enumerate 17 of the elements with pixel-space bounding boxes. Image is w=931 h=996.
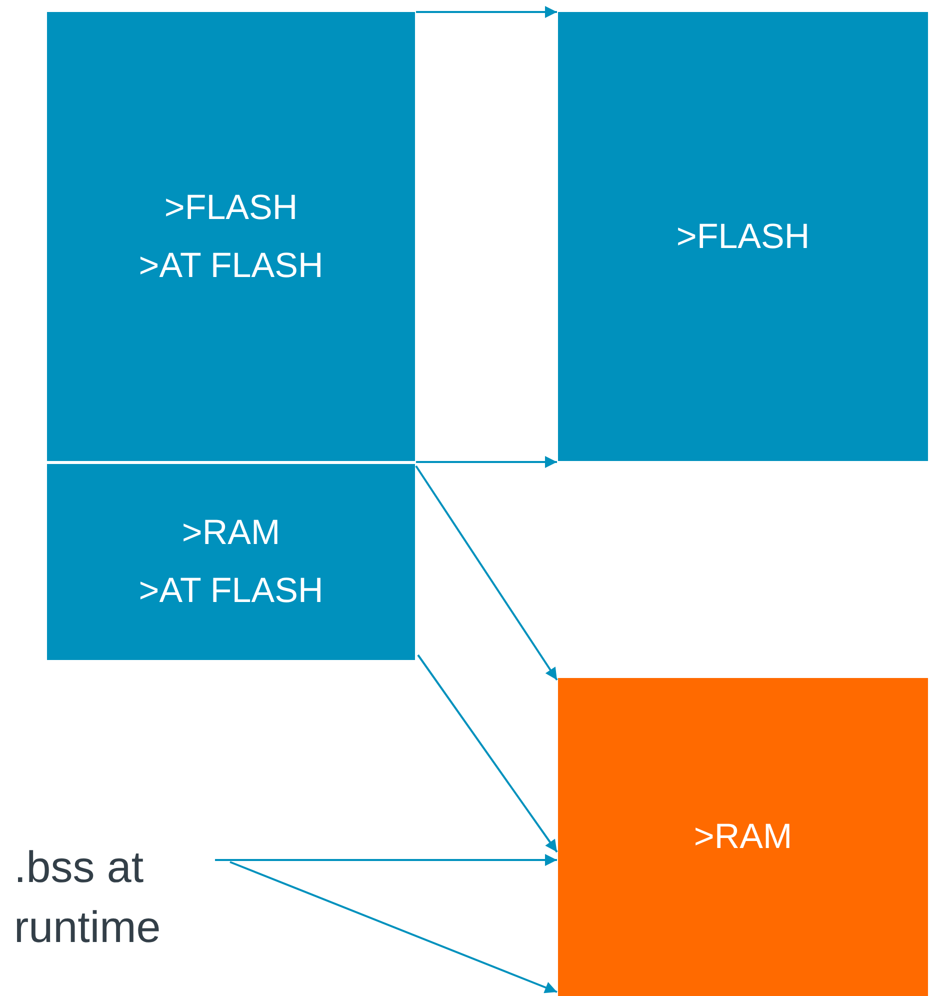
section-label: >AT FLASH (138, 570, 324, 612)
memory-region-box (558, 12, 928, 461)
note-text: .bss at runtime (14, 842, 162, 954)
arrow (417, 654, 558, 853)
section-label: >RAM (694, 816, 792, 858)
arrow (230, 861, 558, 994)
section-label: >AT FLASH (138, 244, 324, 286)
memory-region-box (558, 678, 928, 996)
memory-section-box (47, 464, 415, 660)
arrow (416, 456, 557, 468)
arrow (215, 854, 557, 866)
section-label: >FLASH (164, 186, 298, 228)
arrow (416, 6, 557, 18)
section-label: >FLASH (676, 216, 810, 258)
memory-section-box (47, 12, 415, 461)
arrow (415, 465, 558, 681)
section-label: >RAM (182, 512, 280, 554)
